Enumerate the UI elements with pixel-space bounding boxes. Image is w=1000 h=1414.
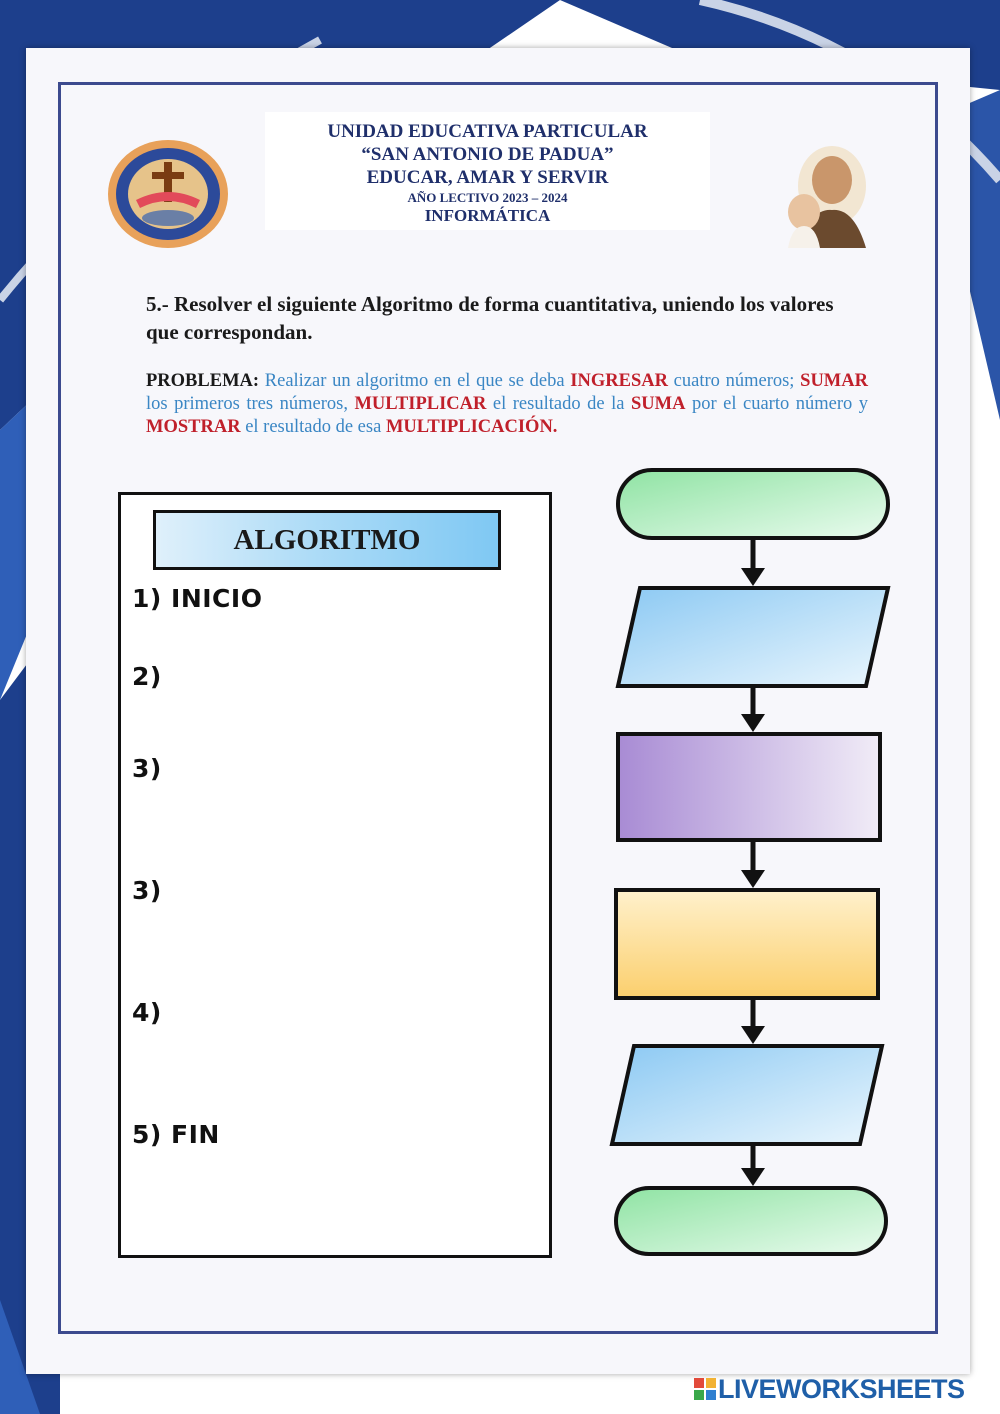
exercise-instruction: 5.- Resolver el siguiente Algoritmo de f… — [146, 292, 834, 344]
school-header: UNIDAD EDUCATIVA PARTICULAR “SAN ANTONIO… — [265, 112, 710, 230]
flowchart-arrow-4 — [741, 1000, 765, 1044]
problem-text: por el cuarto número y — [685, 394, 869, 414]
school-name: “SAN ANTONIO DE PADUA” — [361, 144, 614, 165]
algorithm-step-3b[interactable]: 3) — [132, 876, 162, 905]
flowchart-arrow-5 — [741, 1146, 765, 1186]
school-type: UNIDAD EDUCATIVA PARTICULAR — [327, 121, 648, 142]
flowchart-process-multiply[interactable] — [614, 888, 880, 1000]
flowchart-process-sum[interactable] — [616, 732, 882, 842]
flowchart-end-terminal[interactable] — [614, 1186, 888, 1256]
algorithm-step-4[interactable]: 4) — [132, 998, 162, 1027]
watermark-text: LIVEWORKSHEETS — [718, 1374, 965, 1404]
subject-name: INFORMÁTICA — [424, 206, 551, 225]
school-year: AÑO LECTIVO 2023 – 2024 — [407, 190, 568, 205]
inner-frame — [58, 82, 938, 1334]
flowchart — [609, 468, 891, 1256]
problem-text: cuatro números; — [667, 371, 801, 391]
liveworksheets-logo-icon — [694, 1378, 716, 1400]
flowchart-start-terminal[interactable] — [616, 468, 890, 540]
problem-keyword: MOSTRAR — [146, 417, 241, 437]
algorithm-step-1: 1) INICIO — [132, 584, 263, 613]
problem-text: el resultado de esa — [240, 417, 386, 437]
school-seal-logo — [108, 140, 228, 248]
problem-keyword: MULTIPLICACIÓN. — [385, 417, 558, 437]
problem-keyword: SUMAR — [800, 371, 868, 391]
algorithm-step-5: 5) FIN — [132, 1120, 220, 1149]
problem-keyword: INGRESAR — [570, 371, 668, 391]
problem-text: Realizar un algoritmo en el que se deba — [259, 371, 571, 391]
flowchart-arrow-1 — [741, 540, 765, 586]
algorithm-step-2[interactable]: 2) — [132, 662, 162, 691]
problem-text: los primeros tres números, — [146, 394, 355, 414]
problem-text: el resultado de la — [486, 394, 631, 414]
problem-statement: PROBLEMA: Realizar un algoritmo en el qu… — [146, 370, 868, 439]
flowchart-arrow-3 — [741, 842, 765, 888]
saint-anthony-image — [788, 146, 866, 248]
problem-keyword: SUMA — [630, 394, 686, 414]
algorithm-step-3[interactable]: 3) — [132, 754, 162, 783]
problem-keyword: MULTIPLICAR — [354, 394, 487, 414]
algorithm-title: ALGORITMO — [153, 510, 501, 570]
problem-label: PROBLEMA: — [146, 371, 260, 391]
school-motto: EDUCAR, AMAR Y SERVIR — [366, 167, 609, 188]
flowchart-output-parallelogram[interactable] — [609, 1044, 885, 1146]
flowchart-arrow-2 — [741, 688, 765, 732]
flowchart-input-parallelogram[interactable] — [615, 586, 891, 688]
algorithm-box — [118, 492, 552, 1258]
